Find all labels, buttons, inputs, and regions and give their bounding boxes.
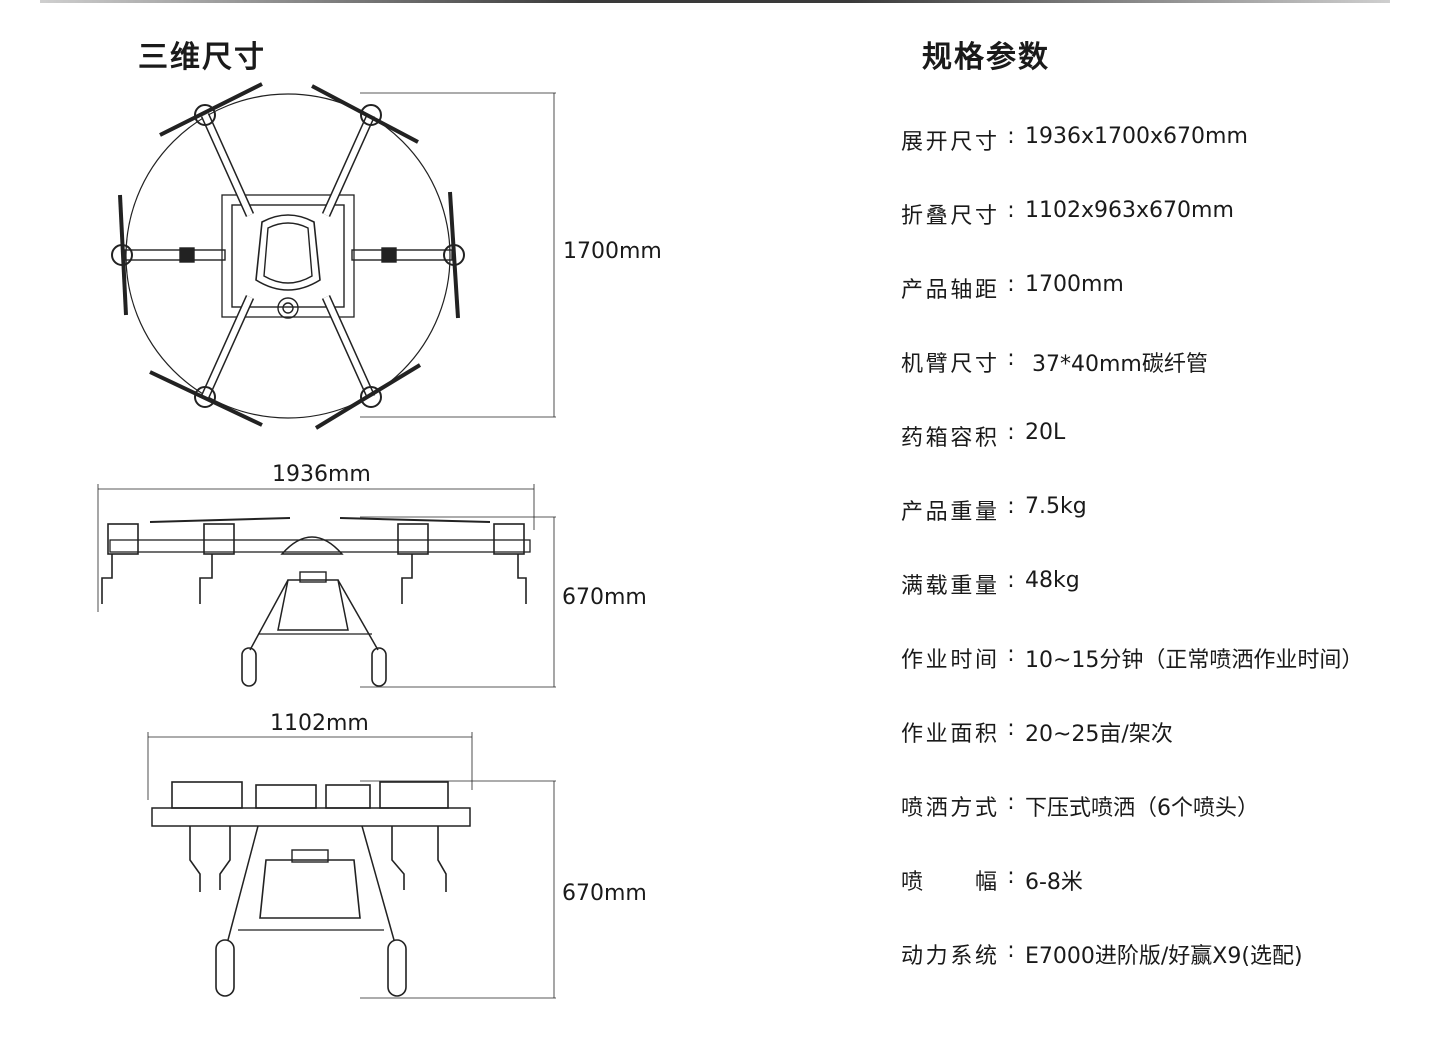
spec-value: 20L bbox=[1025, 420, 1066, 445]
spec-label: 折叠尺寸 bbox=[901, 204, 997, 229]
spec-colon: : bbox=[1007, 938, 1015, 963]
spec-colon: : bbox=[1007, 790, 1015, 815]
spec-row-work-area: 作业面积:20~25亩/架次 bbox=[901, 716, 1173, 748]
spec-colon: : bbox=[1007, 272, 1015, 297]
spec-row-power-system: 动力系统: E7000进阶版/好赢X9(选配) bbox=[901, 938, 1303, 970]
spec-colon: : bbox=[1007, 642, 1015, 667]
spec-colon: : bbox=[1007, 346, 1015, 371]
spec-row-spray-width: 喷 幅:6-8米 bbox=[901, 864, 1083, 896]
top-view-height-label: 1700mm bbox=[563, 239, 662, 264]
spec-label: 药箱容积 bbox=[901, 426, 997, 451]
dimensions-section-title: 三维尺寸 bbox=[138, 40, 266, 75]
side-view-height-label: 670mm bbox=[562, 585, 647, 610]
folded-view-height-label: 670mm bbox=[562, 881, 647, 906]
spec-label: 机臂尺寸 bbox=[901, 352, 997, 377]
spec-value: 37*40mm碳纤管 bbox=[1025, 352, 1208, 377]
spec-value: 1936x1700x670mm bbox=[1025, 124, 1248, 149]
spec-label: 喷洒方式 bbox=[901, 796, 997, 821]
spec-row-tank-volume: 药箱容积:20L bbox=[901, 420, 1065, 452]
spec-colon: : bbox=[1007, 198, 1015, 223]
spec-value: 1102x963x670mm bbox=[1025, 198, 1234, 223]
specs-section-title: 规格参数 bbox=[922, 40, 1050, 75]
spec-colon: : bbox=[1007, 716, 1015, 741]
spec-value: 1700mm bbox=[1025, 272, 1124, 297]
spec-label: 满载重量 bbox=[901, 574, 997, 599]
spec-colon: : bbox=[1007, 124, 1015, 149]
spec-value: 20~25亩/架次 bbox=[1025, 722, 1173, 747]
spec-label: 产品重量 bbox=[901, 500, 997, 525]
spec-label: 动力系统 bbox=[901, 944, 997, 969]
spec-row-folded-size: 折叠尺寸:1102x963x670mm bbox=[901, 198, 1234, 230]
spec-row-unfolded-size: 展开尺寸:1936x1700x670mm bbox=[901, 124, 1248, 156]
spec-colon: : bbox=[1007, 568, 1015, 593]
spec-row-spray-method: 喷洒方式: 下压式喷洒（6个喷头） bbox=[901, 790, 1259, 822]
side-view-drawing bbox=[97, 484, 556, 688]
top-divider-bar bbox=[40, 0, 1390, 3]
spec-colon: : bbox=[1007, 864, 1015, 889]
spec-row-weight: 产品重量:7.5kg bbox=[901, 494, 1087, 526]
spec-value: 10~15分钟（正常喷洒作业时间） bbox=[1025, 648, 1364, 673]
spec-colon: : bbox=[1007, 494, 1015, 519]
side-view-width-label: 1936mm bbox=[272, 462, 371, 487]
spec-row-full-load-weight: 满载重量:48kg bbox=[901, 568, 1080, 600]
spec-row-wheelbase: 产品轴距:1700mm bbox=[901, 272, 1124, 304]
spec-value: 48kg bbox=[1025, 568, 1080, 593]
spec-label: 作业面积 bbox=[901, 722, 997, 747]
folded-view-width-label: 1102mm bbox=[270, 711, 369, 736]
spec-label: 产品轴距 bbox=[901, 278, 997, 303]
spec-value: 下压式喷洒（6个喷头） bbox=[1025, 796, 1259, 821]
spec-value: 6-8米 bbox=[1025, 870, 1083, 895]
spec-value: 7.5kg bbox=[1025, 494, 1087, 519]
folded-view-drawing bbox=[147, 732, 556, 999]
spec-label: 作业时间 bbox=[901, 648, 997, 673]
spec-colon: : bbox=[1007, 420, 1015, 445]
spec-value: E7000进阶版/好赢X9(选配) bbox=[1025, 944, 1303, 969]
top-view-drawing bbox=[111, 82, 556, 430]
spec-label: 展开尺寸 bbox=[901, 130, 997, 155]
spec-row-arm-size: 机臂尺寸: 37*40mm碳纤管 bbox=[901, 346, 1208, 378]
spec-row-work-time: 作业时间:10~15分钟（正常喷洒作业时间） bbox=[901, 642, 1363, 674]
spec-label: 喷 幅 bbox=[901, 870, 997, 895]
